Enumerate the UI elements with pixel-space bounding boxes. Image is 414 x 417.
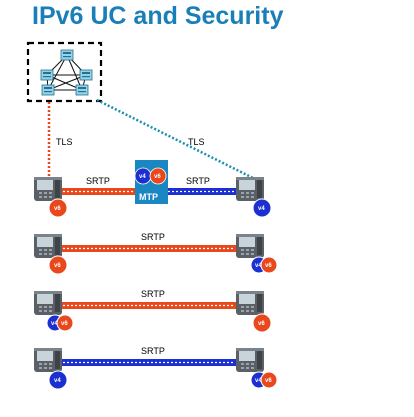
srtp-label: SRTP <box>141 289 165 299</box>
call-row-2: SRTP v6 v4 v6 <box>34 232 278 275</box>
v6-badge: v6 <box>54 263 61 269</box>
call-manager-cluster <box>26 41 103 103</box>
tls-label-right: TLS <box>188 137 205 147</box>
v4-badge: v4 <box>54 378 61 384</box>
ip-phone-icon <box>236 177 264 201</box>
ip-phone-icon <box>236 234 264 258</box>
v6-badge: v6 <box>154 174 161 180</box>
v4-badge: v4 <box>255 378 262 384</box>
mtp-device: v4 v6 MTP <box>134 160 168 204</box>
v6-badge: v6 <box>61 321 68 327</box>
dual-stack-badge: v4 v6 <box>250 371 278 389</box>
srtp-label: SRTP <box>186 176 210 186</box>
call-row-4: SRTP v4 v4 v6 <box>34 346 278 390</box>
dual-stack-badge: v4 v6 <box>46 314 74 332</box>
v4-badge: v4 <box>51 321 58 327</box>
tls-label-left: TLS <box>56 137 73 147</box>
srtp-label: SRTP <box>141 346 165 356</box>
v6-badge: v6 <box>265 378 272 384</box>
ip-phone-icon <box>34 177 62 201</box>
mtp-label: MTP <box>139 192 158 202</box>
ip-phone-icon <box>34 234 62 258</box>
srtp-label: SRTP <box>141 232 165 242</box>
ip-phone-icon <box>34 291 62 315</box>
call-row-3: SRTP v4 v6 v6 <box>34 289 272 333</box>
v4-badge: v4 <box>139 174 146 180</box>
tls-link-right <box>96 98 262 184</box>
ip-phone-icon <box>236 291 264 315</box>
v4-badge: v4 <box>258 206 265 212</box>
v6-badge: v6 <box>265 263 272 269</box>
v4-badge: v4 <box>255 263 262 269</box>
v6-badge: v6 <box>258 321 265 327</box>
server-cluster-icon <box>40 49 93 96</box>
call-row-1: SRTP SRTP v4 v6 MTP v6 v4 <box>34 160 272 218</box>
page-title: IPv6 UC and Security <box>32 2 284 30</box>
dual-stack-badge: v4 v6 <box>250 256 278 274</box>
ip-phone-icon <box>34 348 62 372</box>
srtp-label: SRTP <box>86 176 110 186</box>
v6-badge: v6 <box>54 206 61 212</box>
ip-phone-icon <box>236 348 264 372</box>
